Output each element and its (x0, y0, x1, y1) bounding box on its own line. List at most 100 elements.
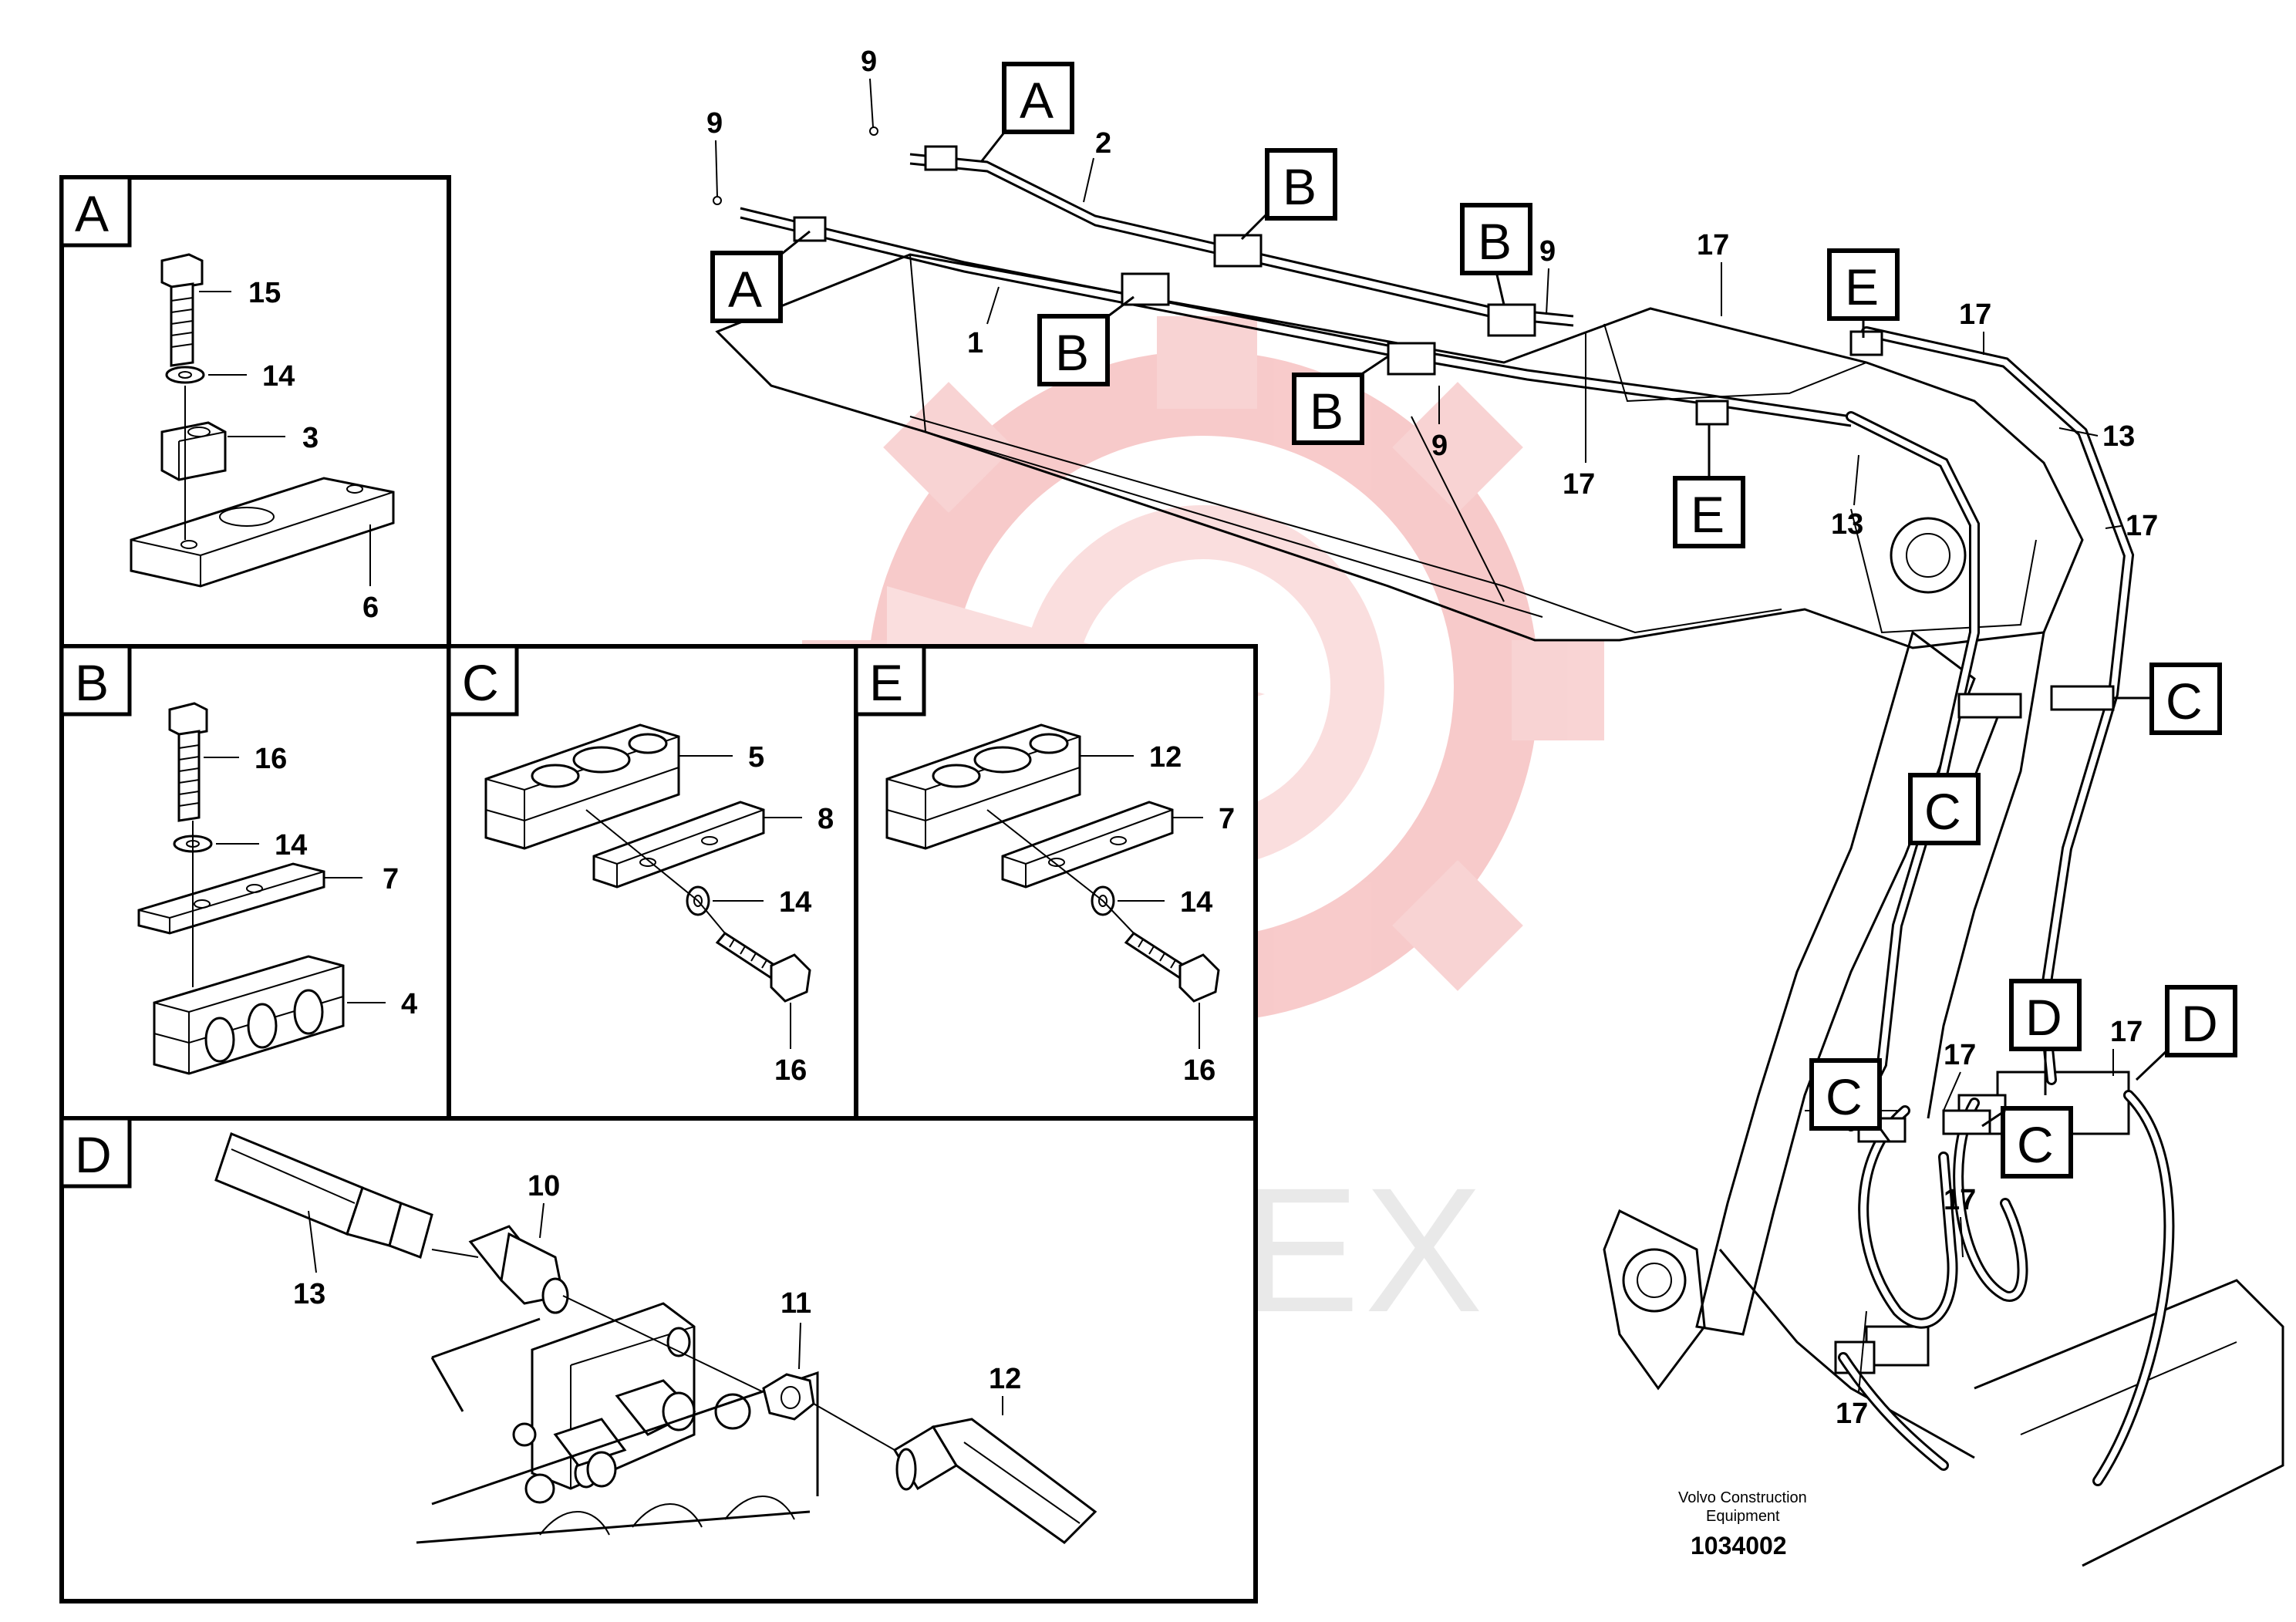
washer-icon (165, 366, 205, 384)
panel-a: A 15 14 3 6 (59, 175, 451, 652)
bucket-linkage (1603, 1209, 1706, 1391)
svg-text:B: B (1055, 324, 1089, 381)
svg-text:4: 4 (401, 988, 417, 1020)
callout-e-lower: E (1673, 424, 1745, 548)
svg-text:E: E (1845, 258, 1879, 315)
mounting-plate-icon (130, 477, 395, 588)
svg-text:17: 17 (1697, 229, 1729, 261)
panel-c: C 5 8 14 16 (447, 644, 861, 1127)
callout-c-lower-right: C (1981, 1106, 2073, 1179)
drawing-credit: Volvo Construction Equipment 1034002 (1678, 1489, 1807, 1560)
svg-text:11: 11 (781, 1287, 811, 1320)
svg-text:D: D (75, 1126, 112, 1183)
callout-a-left: A (710, 230, 811, 323)
svg-text:Equipment: Equipment (1706, 1508, 1780, 1525)
svg-text:C: C (2017, 1116, 2054, 1173)
svg-text:7: 7 (1219, 803, 1235, 835)
svg-text:E: E (1691, 486, 1725, 543)
callout-a-top: A (979, 62, 1074, 163)
svg-text:14: 14 (1180, 886, 1212, 919)
svg-text:B: B (1310, 383, 1344, 440)
svg-text:A: A (728, 261, 762, 318)
svg-text:17: 17 (1944, 1039, 1976, 1071)
clamp-half-icon (160, 421, 227, 481)
hose-end-icon (892, 1418, 1097, 1544)
svg-text:10: 10 (528, 1170, 560, 1202)
callout-b-top: B (1240, 148, 1337, 241)
svg-text:6: 6 (362, 592, 379, 624)
svg-text:17: 17 (2126, 510, 2158, 542)
svg-text:14: 14 (275, 829, 307, 862)
svg-text:5: 5 (748, 741, 764, 774)
svg-text:B: B (1283, 158, 1317, 215)
bolt-icon (715, 932, 811, 1003)
svg-text:13: 13 (293, 1278, 325, 1310)
svg-text:7: 7 (383, 863, 399, 895)
bolt-icon (1124, 932, 1220, 1003)
panel-d: D 13 10 (59, 1116, 1258, 1603)
callout-c-mid: C (1908, 717, 1999, 845)
callout-c-lower-left: C (1809, 1058, 1891, 1142)
adapter-icon (468, 1225, 569, 1314)
svg-text:14: 14 (779, 886, 811, 919)
svg-text:D: D (2025, 989, 2062, 1046)
svg-text:D: D (2181, 995, 2218, 1052)
svg-text:C: C (2166, 673, 2203, 730)
svg-text:1: 1 (967, 327, 983, 359)
clamp-block-icon (153, 955, 345, 1075)
svg-text:13: 13 (2102, 420, 2135, 453)
callout-d-left: D (2009, 979, 2082, 1095)
svg-text:1034002: 1034002 (1691, 1532, 1787, 1560)
svg-text:17: 17 (2110, 1016, 2143, 1048)
callout-d-right: D (2135, 985, 2237, 1081)
svg-text:9: 9 (1431, 430, 1448, 462)
callout-e-top: E (1827, 248, 1900, 338)
svg-text:E: E (869, 654, 903, 711)
svg-text:17: 17 (1959, 298, 1991, 331)
svg-text:A: A (75, 185, 109, 242)
callout-b-left: B (1037, 295, 1135, 386)
boom-pin (1890, 517, 1967, 594)
svg-text:A: A (1020, 72, 1054, 129)
svg-text:C: C (462, 654, 499, 711)
svg-text:14: 14 (262, 360, 295, 393)
hose-fitting-icon (214, 1132, 433, 1259)
svg-text:3: 3 (302, 422, 319, 454)
bolt-icon (160, 253, 204, 367)
svg-text:9: 9 (706, 107, 723, 140)
main-labels: 9 9 2 1 9 9 17 17 17 13 13 17 17 17 17 1… (706, 46, 2158, 1430)
svg-text:15: 15 (248, 277, 281, 309)
manifold-block-icon (512, 1302, 751, 1504)
svg-text:17: 17 (1563, 468, 1595, 501)
arm-body (1695, 630, 1976, 1336)
svg-text:16: 16 (255, 743, 287, 775)
svg-text:B: B (1478, 213, 1512, 270)
main-callouts: A A B B B B (710, 62, 2237, 1179)
svg-text:16: 16 (774, 1054, 807, 1087)
svg-text:9: 9 (861, 46, 877, 78)
panel-e: E 12 7 14 16 (854, 644, 1258, 1127)
hydraulic-lines (740, 153, 2175, 1486)
clamp-block-icon (885, 723, 1081, 850)
svg-text:16: 16 (1183, 1054, 1215, 1087)
svg-text:9: 9 (1539, 235, 1556, 268)
callout-b-lower: B (1292, 355, 1389, 445)
cover-plate-icon (1001, 801, 1174, 889)
svg-text:C: C (1826, 1068, 1863, 1125)
svg-text:C: C (1924, 783, 1961, 840)
svg-text:2: 2 (1095, 127, 1111, 160)
clamp-block-icon (484, 723, 680, 850)
bolt-icon (168, 702, 208, 822)
callout-b-right: B (1460, 203, 1532, 305)
svg-text:17: 17 (1836, 1398, 1868, 1430)
svg-text:12: 12 (1149, 741, 1182, 774)
svg-text:17: 17 (1944, 1184, 1976, 1216)
svg-text:B: B (75, 654, 109, 711)
svg-text:8: 8 (818, 803, 834, 835)
callout-c-right-upper: C (2113, 663, 2222, 735)
svg-text:12: 12 (989, 1363, 1021, 1395)
panel-b: B 16 14 7 4 (59, 644, 451, 1127)
svg-text:Volvo Construction: Volvo Construction (1678, 1489, 1807, 1506)
svg-text:13: 13 (1831, 508, 1863, 541)
